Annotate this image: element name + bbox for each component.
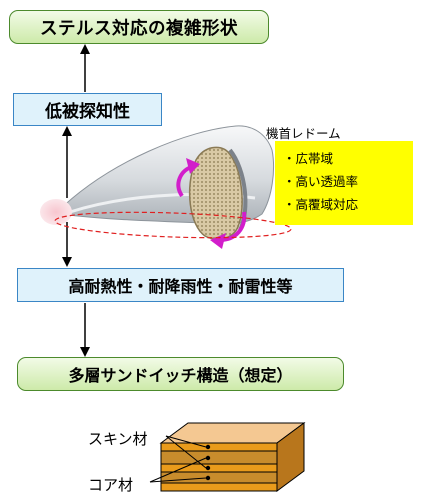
- radome-features-box: ・広帯域 ・高い透過率 ・高覆域対応: [275, 141, 413, 225]
- radome-outline: [54, 211, 292, 239]
- skin-material-label: スキン材: [88, 430, 148, 448]
- durability-box: 高耐熱性・耐降雨性・耐雷性等: [17, 268, 344, 302]
- sandwich-structure-box: 多層サンドイッチ構造（想定）: [17, 357, 344, 391]
- core-material-label: コア材: [88, 476, 134, 494]
- sandwich-structure-illustration: [149, 422, 306, 492]
- stealth-shape-box: ステルス対応の複雑形状: [9, 10, 269, 44]
- nose-cone-illustration: [40, 125, 292, 249]
- nose-tip-highlight: [40, 199, 72, 225]
- radome-label: 機首レドーム: [266, 126, 341, 141]
- radar-antenna: [188, 146, 248, 240]
- feature-item: ・高覆域対応: [283, 197, 359, 212]
- feature-item: ・広帯域: [283, 151, 334, 166]
- feature-item: ・高い透過率: [283, 174, 359, 189]
- low-observability-box: 低被探知性: [13, 93, 162, 126]
